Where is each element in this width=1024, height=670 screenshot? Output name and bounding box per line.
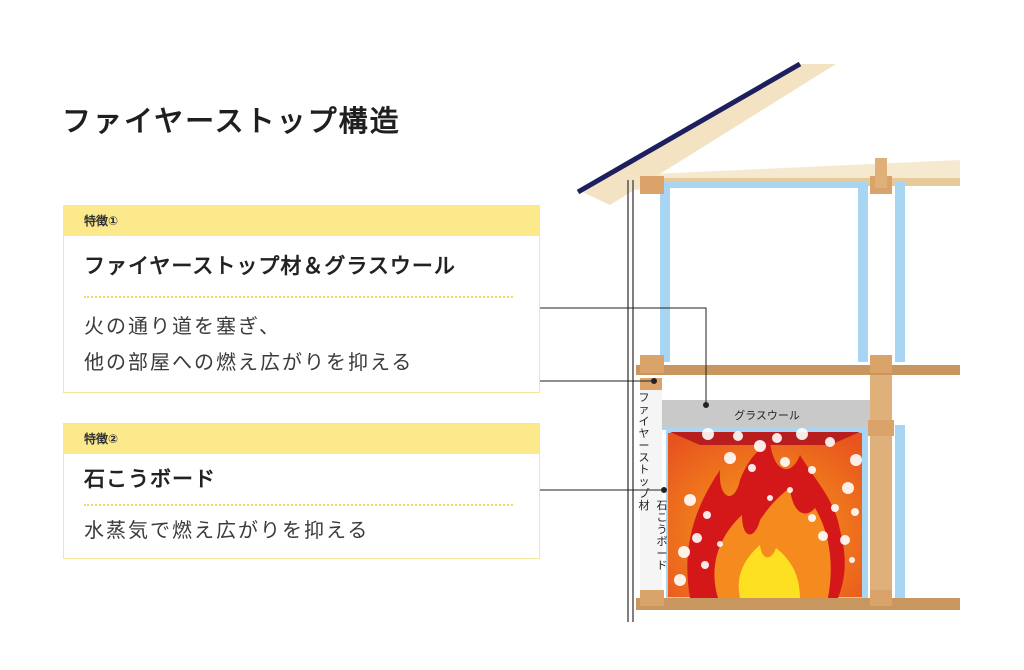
gypsum-board [662, 430, 666, 600]
gypsum-vertical-label: 石こうボード [656, 499, 668, 572]
leader-lines [540, 307, 709, 493]
feature-heading-2: 石こうボード [84, 467, 216, 491]
fire-room [662, 427, 868, 603]
feature-card-2: 特徴② 石こうボード 水蒸気で燃え広がりを抑える [63, 423, 540, 559]
feature-1-line-2: 他の部屋への燃え広がりを抑える [84, 350, 414, 374]
feature-heading-1: ファイヤーストップ材＆グラスウール [84, 254, 456, 278]
leader-line-glasswool [540, 307, 707, 405]
feature-1-line-1: 火の通り道を塞ぎ、 [84, 314, 281, 338]
steam-bubbles [674, 428, 862, 586]
floor-beam [636, 355, 960, 375]
outer-wall [627, 180, 634, 622]
right-column [868, 375, 905, 600]
feature-description-1: 火の通り道を塞ぎ、 他の部屋への燃え広がりを抑える [64, 298, 539, 380]
feature-description-2: 水蒸気で燃え広がりを抑える [64, 506, 539, 548]
dotted-divider [84, 296, 513, 298]
firestop-vertical-label: ファイヤーストップ材 [638, 391, 650, 512]
upper-frame [640, 158, 960, 362]
glasswool-band: グラスウール [662, 400, 872, 428]
page-title: ファイヤーストップ構造 [62, 104, 401, 138]
dotted-divider [84, 504, 513, 506]
bottom-beam [636, 590, 960, 610]
glasswool-label: グラスウール [734, 408, 800, 422]
feature-card-1: 特徴① ファイヤーストップ材＆グラスウール 火の通り道を塞ぎ、 他の部屋への燃え… [63, 205, 540, 393]
feature-tag-2: 特徴② [64, 424, 539, 454]
feature-tag-1: 特徴① [64, 206, 539, 236]
feature-2-line-1: 水蒸気で燃え広がりを抑える [84, 518, 370, 542]
